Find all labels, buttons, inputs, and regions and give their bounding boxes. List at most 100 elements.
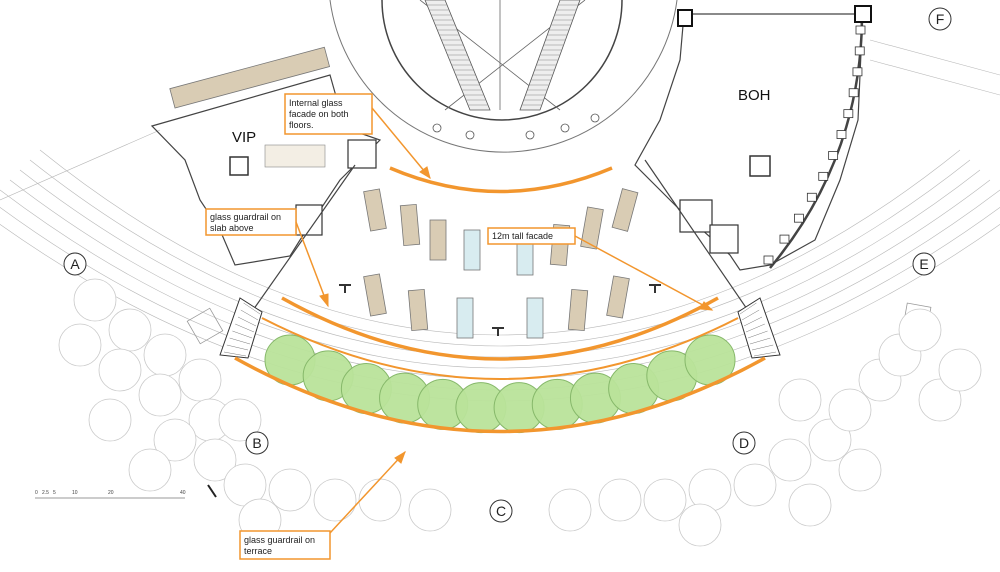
- desk: [407, 288, 429, 332]
- site-tree-outline: [808, 418, 852, 462]
- context-arc: [9, 179, 991, 369]
- scale-label: 5: [53, 490, 56, 496]
- stair-tread: [226, 344, 249, 351]
- desk-layout: [363, 188, 639, 339]
- grid-marker-f: F: [928, 7, 952, 31]
- facade-mullion: [818, 171, 829, 181]
- stair-tread: [751, 344, 774, 351]
- site-tree-outline: [58, 323, 102, 367]
- stair-tread: [745, 323, 765, 333]
- boh-room: BOH: [634, 5, 872, 271]
- context-line: [869, 59, 1000, 96]
- guardrail-slab-arc: [261, 317, 739, 380]
- site-tree-outline: [268, 468, 312, 512]
- context-line: [869, 39, 1000, 76]
- site-tree-outline: [408, 488, 452, 532]
- rotunda-columns: [432, 113, 600, 140]
- facade-mullion: [852, 67, 863, 77]
- grid-marker-a: A: [63, 252, 87, 276]
- site-tree-outline: [733, 463, 777, 507]
- column: [525, 130, 535, 140]
- boh-facade-mullions: [763, 25, 866, 265]
- scale-label: 10: [72, 490, 78, 496]
- facade-mullion: [855, 25, 866, 35]
- svg-text:B: B: [252, 435, 261, 451]
- context-arc: [0, 206, 1000, 391]
- callout-text-line: glass guardrail on: [210, 212, 281, 222]
- site-tree-outline: [838, 448, 882, 492]
- site-tree-outline: [313, 478, 357, 522]
- site-tree-outline: [193, 438, 237, 482]
- facade-mullion: [848, 88, 859, 98]
- site-tree-outline: [138, 373, 182, 417]
- room-label-boh: BOH: [738, 87, 771, 104]
- site-tree-outline: [548, 488, 592, 532]
- facade-mullion: [854, 46, 865, 56]
- svg-text:E: E: [919, 256, 928, 272]
- scale-label: 20: [108, 490, 114, 496]
- stair-tread: [237, 316, 257, 327]
- glass-desk: [456, 297, 474, 339]
- callout-text-line: terrace: [244, 546, 272, 556]
- escalator-steps: [425, 0, 580, 106]
- site-tree-outline: [218, 398, 262, 442]
- terrace-guardrail-arc: [234, 356, 766, 434]
- svg-text:glass guardrail on slab: glass guardrail on slab above: [210, 212, 284, 233]
- stair-tread: [749, 337, 771, 345]
- callout-tall-facade: 12m tall facade: [487, 227, 714, 311]
- svg-text:A: A: [70, 256, 80, 272]
- planter-box: [186, 307, 224, 345]
- site-trees: [58, 278, 982, 547]
- site-tree-outline: [788, 483, 832, 527]
- grid-marker-d: D: [732, 431, 756, 455]
- north-arrow-icon: [207, 484, 217, 498]
- site-tree-outline: [598, 478, 642, 522]
- svg-text:F: F: [936, 11, 945, 27]
- site-tree-outline: [143, 333, 187, 377]
- main-hall: [219, 159, 781, 359]
- facade-mullion: [806, 192, 817, 202]
- stair-tread: [235, 323, 255, 333]
- facade-mullion: [828, 151, 839, 160]
- grid-marker-e: E: [912, 252, 936, 276]
- site-tree-outline: [898, 308, 942, 352]
- site-tree-outline: [108, 308, 152, 352]
- facade-mullion: [763, 255, 774, 265]
- stair-tread: [223, 351, 247, 357]
- central-rotunda: [329, 0, 678, 153]
- callout-text-line: facade on both: [289, 109, 349, 119]
- callout-guardrail-terrace: glass guardrail on terrace: [239, 450, 406, 560]
- svg-text:C: C: [496, 503, 506, 519]
- desk: [567, 288, 589, 332]
- site-tree-outline: [98, 348, 142, 392]
- column: [465, 130, 475, 140]
- site-tree-outline: [643, 478, 687, 522]
- stair-tread: [232, 330, 253, 339]
- desk: [363, 273, 387, 317]
- callout-text-line: glass guardrail on: [244, 535, 315, 545]
- scale-bar: 0 2.5 5 10 20 40: [35, 490, 186, 499]
- column: [560, 123, 570, 133]
- scale-label: 40: [180, 490, 186, 496]
- callout-text-line: Internal glass: [289, 98, 343, 108]
- stair-tread: [743, 316, 763, 327]
- scale-label: 2.5: [42, 490, 49, 496]
- site-tree-outline: [678, 503, 722, 547]
- svg-text:glass guardrail on terra: glass guardrail on terrace: [244, 535, 318, 556]
- svg-text:D: D: [739, 435, 749, 451]
- site-tree-outline: [88, 398, 132, 442]
- highlighted-facades: [234, 166, 766, 434]
- site-tree-outline: [153, 418, 197, 462]
- site-tree-outline: [358, 478, 402, 522]
- svg-text:Internal glass facade on: Internal glass facade on both floors.: [289, 98, 351, 130]
- site-tree-outline: [778, 378, 822, 422]
- callout-text-line: 12m tall facade: [492, 231, 553, 241]
- site-tree-outline: [828, 388, 872, 432]
- context-line: [0, 129, 161, 201]
- site-tree-outline: [938, 348, 982, 392]
- callout-guardrail-slab: glass guardrail on slab above: [205, 208, 329, 308]
- vip-room: VIP: [150, 46, 382, 266]
- hall-details: [219, 284, 781, 359]
- stair-tread: [243, 302, 261, 315]
- column: [590, 113, 600, 123]
